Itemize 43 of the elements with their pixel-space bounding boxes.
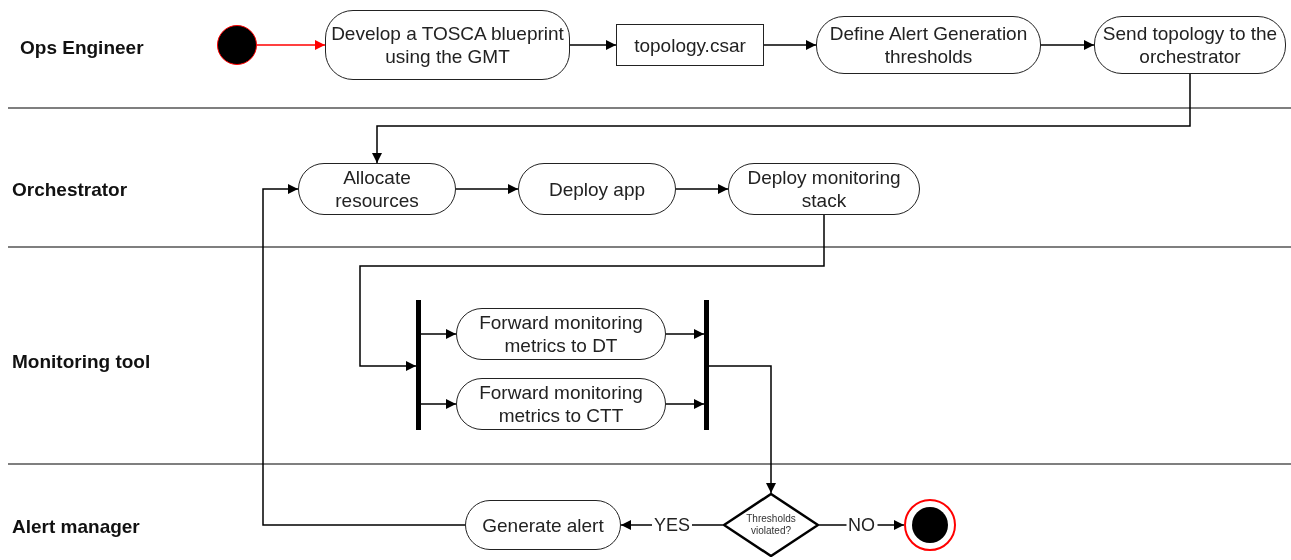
lane-label: Orchestrator xyxy=(12,178,128,202)
node-text: Allocate resources xyxy=(334,166,420,212)
activity-box xyxy=(456,308,666,360)
sync-bar xyxy=(416,300,421,430)
node-text: Generate alert xyxy=(482,513,604,537)
lane-label: Alert manager xyxy=(12,515,140,539)
node-text: topology.csar xyxy=(634,33,746,57)
arrow xyxy=(675,184,729,194)
activity-box xyxy=(816,16,1041,74)
arrow xyxy=(455,184,519,194)
arrow xyxy=(665,399,705,409)
start-node xyxy=(217,25,257,65)
node-text: Thresholds violated? xyxy=(746,513,796,536)
arrow xyxy=(708,365,776,494)
activity-box xyxy=(456,378,666,430)
node-text: Deploy monitoring stack xyxy=(746,166,902,212)
node-text: Forward monitoring metrics to DT xyxy=(478,311,644,357)
arrow xyxy=(1040,40,1095,50)
node-text: Forward monitoring metrics to CTT xyxy=(478,381,644,427)
activity-box xyxy=(1094,16,1286,74)
activity-box xyxy=(465,500,621,550)
lane-label: Ops Engineer xyxy=(20,36,144,60)
activity-box xyxy=(325,10,570,80)
activity-box xyxy=(728,163,920,215)
arrow xyxy=(420,329,457,339)
arrow xyxy=(359,214,825,371)
node-text: Send topology to the orchestrator xyxy=(1101,22,1279,68)
object-box xyxy=(616,24,764,66)
arrow xyxy=(665,329,705,339)
activity-box xyxy=(298,163,456,215)
lane-label: Monitoring tool xyxy=(12,350,151,374)
activity-box xyxy=(518,163,676,215)
arrow xyxy=(420,399,457,409)
sync-bar xyxy=(704,300,709,430)
end-node xyxy=(904,499,956,551)
arrow xyxy=(763,40,817,50)
node-text: Define Alert Generation thresholds xyxy=(828,22,1029,68)
node-text: Deploy app xyxy=(548,177,646,201)
arrow xyxy=(256,40,326,50)
arrow xyxy=(569,40,617,50)
node-text: Develop a TOSCA blueprint using the GMT xyxy=(330,22,565,68)
arrow xyxy=(372,73,1191,164)
arrow xyxy=(262,184,466,526)
